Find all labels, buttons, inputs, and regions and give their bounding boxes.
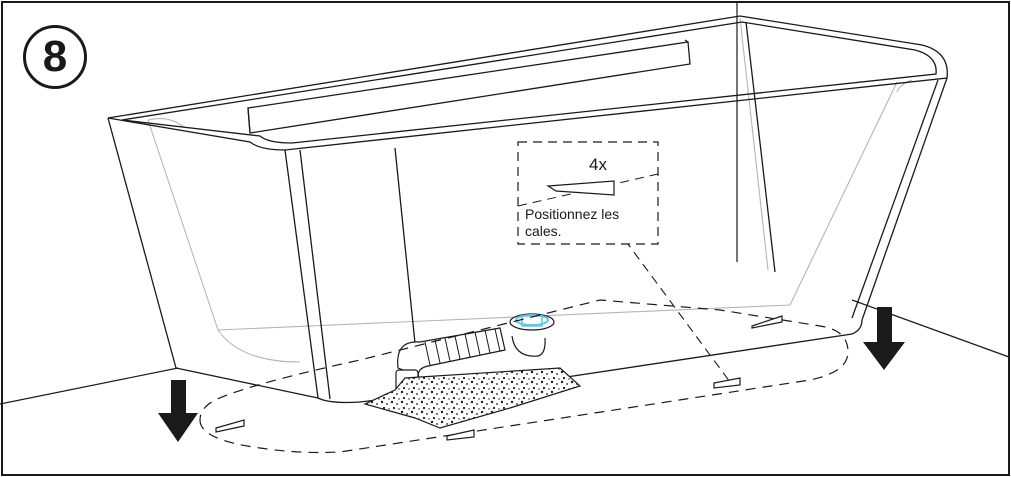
drain-icon [509,313,555,331]
down-arrow-icon [863,307,905,370]
bathtub [107,15,948,404]
tub-hidden-lines [147,17,913,363]
shim-wedge-icon [215,315,783,441]
step-number: 8 [42,32,68,81]
shim-layout-outline [199,299,849,454]
callout-shim-wedge-icon [546,180,615,196]
callout-divider [517,173,659,207]
down-arrow-icon [158,380,198,442]
step-number-badge: 8 [23,25,87,89]
callout-instruction: Positionnez les cales. [525,206,620,239]
shim-count: 4x [589,155,607,174]
room-outline [0,2,1010,405]
floor-pad [363,367,582,429]
